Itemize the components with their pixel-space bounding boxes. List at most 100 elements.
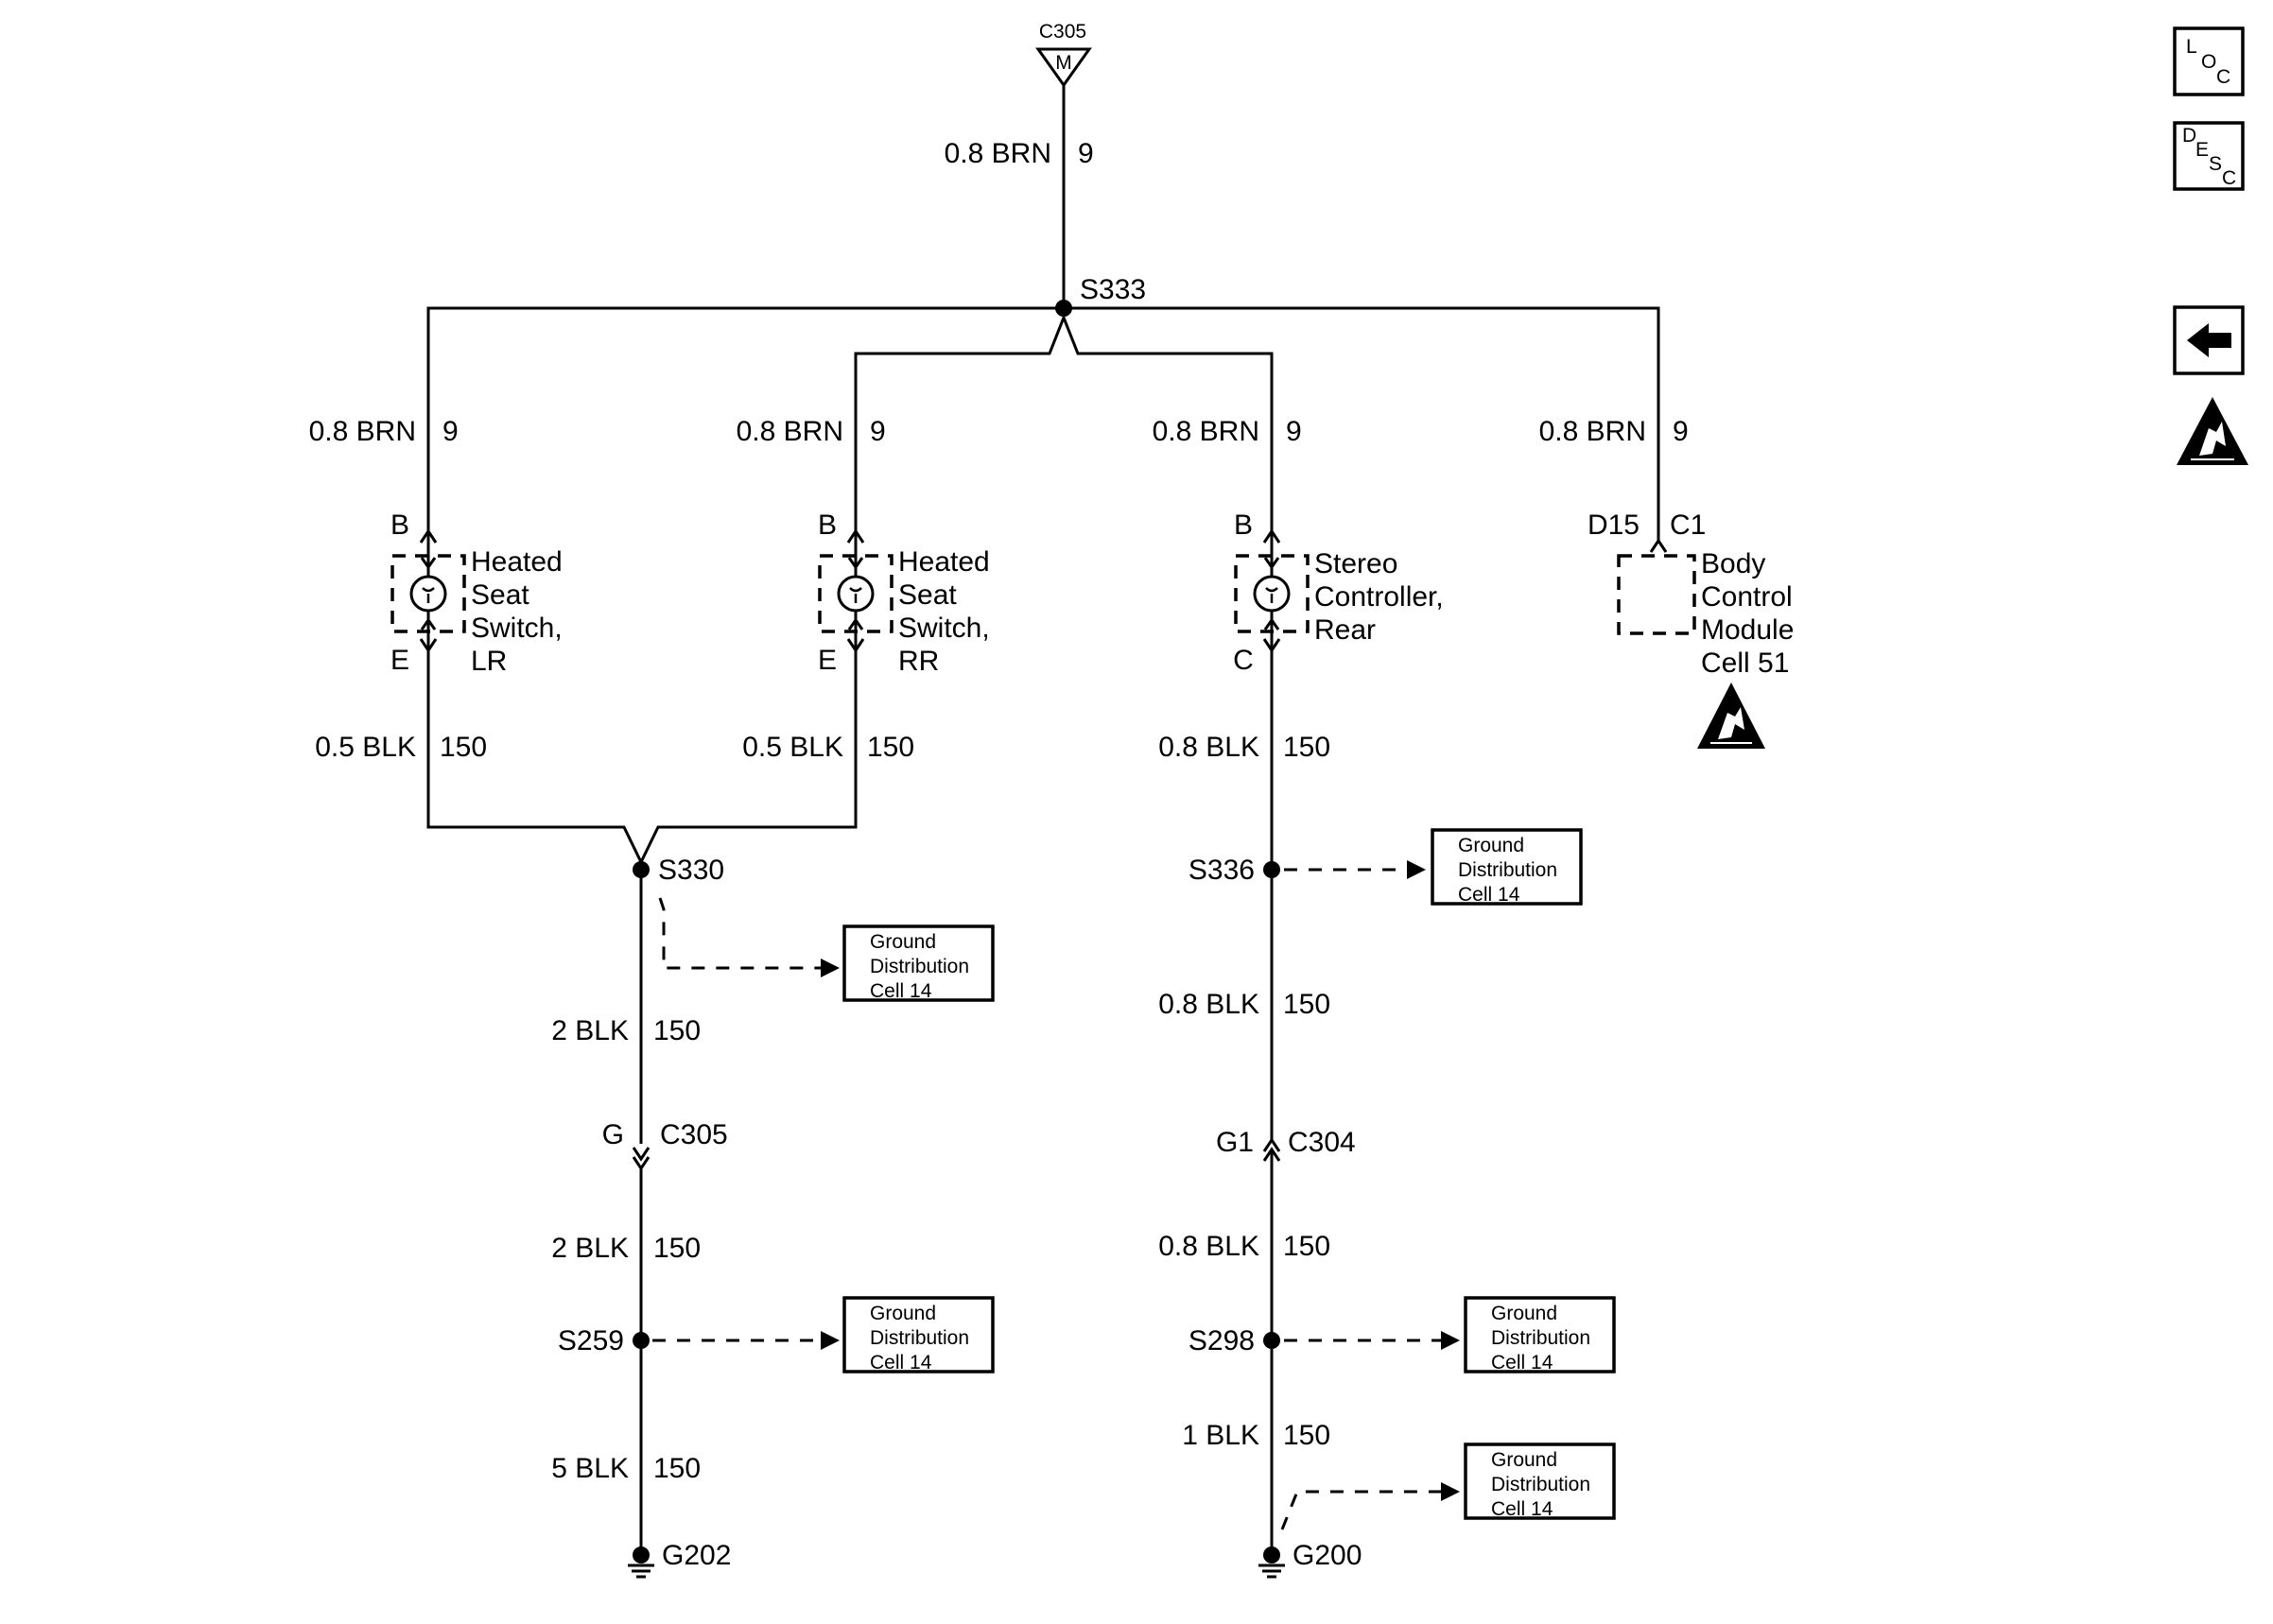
esd-warning-icon <box>1697 682 1765 749</box>
svg-text:C: C <box>2216 66 2230 88</box>
svg-text:Heated: Heated <box>471 546 563 578</box>
svg-text:Cell 14: Cell 14 <box>870 1352 932 1373</box>
svg-text:Switch,: Switch, <box>471 613 563 644</box>
ref-box-ground-distribution[interactable]: Ground Distribution Cell 14 <box>1431 828 1583 906</box>
svg-text:0.5 BLK: 0.5 BLK <box>742 732 843 763</box>
svg-text:9: 9 <box>870 416 886 447</box>
svg-text:2 BLK: 2 BLK <box>551 1015 629 1046</box>
svg-text:150: 150 <box>440 732 487 763</box>
svg-text:Cell 51: Cell 51 <box>1701 648 1789 679</box>
svg-text:Rear: Rear <box>1314 614 1376 646</box>
splice-s259-label: S259 <box>558 1325 624 1356</box>
pin-label: B <box>818 510 837 541</box>
loc-button[interactable]: L O C <box>2173 26 2245 96</box>
svg-text:D: D <box>2182 125 2196 147</box>
desc-button[interactable]: D E S C <box>2173 121 2245 191</box>
ground-g200: G200 <box>1258 1540 1362 1579</box>
svg-text:150: 150 <box>867 732 914 763</box>
svg-text:Distribution: Distribution <box>1458 859 1557 881</box>
svg-text:LR: LR <box>471 646 507 677</box>
wire-label-g1: 0.5 BLK 150 <box>315 732 487 763</box>
wire-label-l2: 2 BLK 150 <box>551 1233 701 1264</box>
top-connector-label: C305 <box>1039 21 1086 43</box>
ref-box-ground-distribution[interactable]: Ground Distribution Cell 14 <box>842 1296 995 1373</box>
svg-text:Ground: Ground <box>870 931 936 953</box>
svg-text:0.8 BLK: 0.8 BLK <box>1158 732 1259 763</box>
ref-box-ground-distribution[interactable]: Ground Distribution Cell 14 <box>1464 1296 1616 1373</box>
wire-label-b4: 0.8 BRN 9 <box>1539 416 1689 447</box>
svg-text:150: 150 <box>1283 1420 1330 1451</box>
svg-text:Cell 14: Cell 14 <box>1491 1352 1553 1373</box>
svg-text:Switch,: Switch, <box>898 613 990 644</box>
splice-s330-dot <box>633 861 650 878</box>
svg-text:Body: Body <box>1701 548 1765 579</box>
wire-label-r2: 0.8 BLK 150 <box>1158 1231 1330 1262</box>
svg-text:G202: G202 <box>662 1540 731 1571</box>
svg-text:G200: G200 <box>1293 1540 1362 1571</box>
wire-label-r1: 0.8 BLK 150 <box>1158 989 1330 1020</box>
svg-text:150: 150 <box>653 1233 701 1264</box>
splice-s298-dot <box>1263 1332 1280 1349</box>
inline-connector-c304: G1 C304 <box>1216 1127 1356 1162</box>
svg-text:150: 150 <box>1283 989 1330 1020</box>
svg-text:0.8 BLK: 0.8 BLK <box>1158 1231 1259 1262</box>
svg-text:2 BLK: 2 BLK <box>551 1233 629 1264</box>
svg-text:G: G <box>602 1119 624 1150</box>
pin-label: C <box>1233 645 1254 676</box>
wire-label-b1: 0.8 BRN 9 <box>309 416 459 447</box>
splice-s336-label: S336 <box>1189 855 1255 886</box>
ref-box-ground-distribution[interactable]: Ground Distribution Cell 14 <box>1464 1443 1616 1520</box>
svg-text:150: 150 <box>653 1015 701 1046</box>
svg-text:Ground: Ground <box>1491 1449 1557 1471</box>
svg-text:Ground: Ground <box>1458 835 1524 856</box>
svg-text:9: 9 <box>1286 416 1302 447</box>
splice-s298-label: S298 <box>1189 1325 1255 1356</box>
top-connector-pin: M <box>1055 52 1072 74</box>
svg-text:C305: C305 <box>660 1119 728 1150</box>
splice-s333-dot <box>1055 300 1072 317</box>
wire-label-g2: 0.5 BLK 150 <box>742 732 914 763</box>
svg-text:Distribution: Distribution <box>1491 1474 1590 1495</box>
svg-text:Distribution: Distribution <box>870 1327 969 1349</box>
top-connector-c305: C305 M <box>1035 21 1092 88</box>
svg-text:1 BLK: 1 BLK <box>1182 1420 1259 1451</box>
svg-text:0.5 BLK: 0.5 BLK <box>315 732 416 763</box>
svg-text:E: E <box>2195 139 2209 161</box>
svg-text:C: C <box>2222 167 2236 189</box>
back-arrow-icon[interactable] <box>2173 305 2245 375</box>
svg-text:150: 150 <box>653 1453 701 1484</box>
component-body-control-module: D15 C1 Body Control Module Cell 51 <box>1588 510 1794 749</box>
wire-label-b2: 0.8 BRN 9 <box>737 416 886 447</box>
inline-connector-c305: G C305 <box>602 1119 728 1171</box>
pin-label: B <box>1234 510 1253 541</box>
connector-label: C1 <box>1670 510 1706 541</box>
svg-text:Seat: Seat <box>471 579 529 611</box>
svg-text:Seat: Seat <box>898 579 957 611</box>
svg-text:Cell 14: Cell 14 <box>870 980 932 1002</box>
svg-text:9: 9 <box>1078 138 1094 169</box>
svg-text:0.8 BRN: 0.8 BRN <box>1539 416 1646 447</box>
pin-label: E <box>390 645 409 676</box>
svg-text:0.8 BRN: 0.8 BRN <box>737 416 843 447</box>
ref-box-ground-distribution[interactable]: Ground Distribution Cell 14 <box>842 924 995 1002</box>
svg-text:0.8 BLK: 0.8 BLK <box>1158 989 1259 1020</box>
svg-text:5 BLK: 5 BLK <box>551 1453 629 1484</box>
wire-label-l1: 2 BLK 150 <box>551 1015 701 1046</box>
svg-text:S: S <box>2209 153 2222 175</box>
svg-text:9: 9 <box>442 416 459 447</box>
wire-label-l3: 5 BLK 150 <box>551 1453 701 1484</box>
splice-s259-dot <box>633 1332 650 1349</box>
svg-text:0.8 BRN: 0.8 BRN <box>1153 416 1259 447</box>
wire-label-b3: 0.8 BRN 9 <box>1153 416 1302 447</box>
svg-text:G1: G1 <box>1216 1127 1254 1158</box>
pin-label: D15 <box>1588 510 1640 541</box>
svg-text:O: O <box>2201 51 2216 73</box>
esd-warning-icon[interactable] <box>2177 397 2248 465</box>
svg-text:Heated: Heated <box>898 546 990 578</box>
svg-text:RR: RR <box>898 646 939 677</box>
component-heated-seat-switch-rr: B E Heated Seat Switch, RR <box>818 510 990 677</box>
svg-text:0.8 BRN: 0.8 BRN <box>309 416 416 447</box>
component-stereo-controller-rear: B C Stereo Controller, Rear <box>1233 510 1444 676</box>
svg-text:Stereo: Stereo <box>1314 548 1397 579</box>
